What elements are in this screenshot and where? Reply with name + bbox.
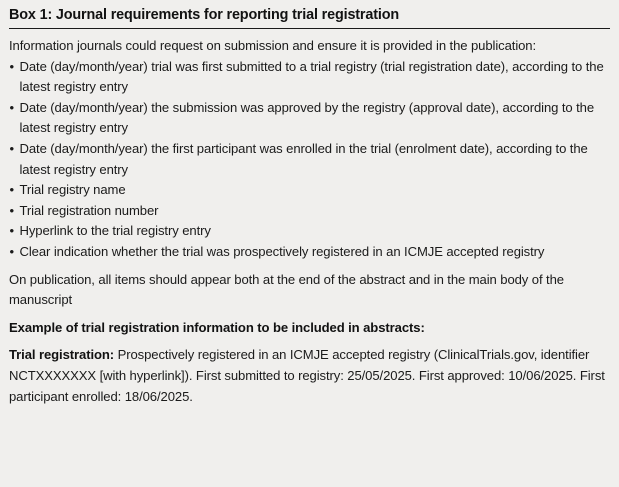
- bullet-icon: •: [9, 140, 15, 156]
- list-item-label: Clear indication whether the trial was p…: [19, 243, 545, 259]
- list-item: • Date (day/month/year) the submission w…: [9, 98, 610, 139]
- intro-paragraph: Information journals could request on su…: [9, 38, 537, 53]
- list-item: • Date (day/month/year) the first partic…: [9, 139, 610, 180]
- bullet-icon: •: [9, 243, 15, 259]
- list-item: • Clear indication whether the trial was…: [9, 242, 610, 263]
- list-item-label: Hyperlink to the trial registry entry: [19, 223, 211, 239]
- bullet-icon: •: [9, 223, 15, 239]
- list-item: • Trial registration number: [9, 201, 610, 222]
- list-item-label: Trial registry name: [19, 182, 126, 198]
- list-item: • Hyperlink to the trial registry entry: [9, 221, 610, 242]
- box-body: Information journals could request on su…: [0, 29, 619, 407]
- list-item-label: Date (day/month/year) the first particip…: [19, 140, 588, 177]
- list-item-label: Trial registration number: [19, 202, 159, 218]
- example-label: Trial registration:: [9, 347, 115, 363]
- list-item: • Date (day/month/year) trial was first …: [9, 57, 610, 98]
- bullet-icon: •: [9, 182, 15, 198]
- bullet-icon: •: [9, 58, 15, 74]
- publication-note: On publication, all items should appear …: [9, 271, 564, 308]
- list-item: • Trial registry name: [9, 180, 610, 201]
- example-paragraph: Trial registration: Prospectively regist…: [9, 345, 610, 407]
- list-item-label: Date (day/month/year) the submission was…: [19, 99, 595, 136]
- title-divider: [9, 28, 610, 29]
- bullet-icon: •: [9, 202, 15, 218]
- box-header: Box 1: Journal requirements for reportin…: [0, 0, 619, 28]
- list-item-label: Date (day/month/year) trial was first su…: [19, 58, 604, 95]
- example-body-text: Prospectively registered in an ICMJE acc…: [9, 347, 605, 404]
- requirements-list: • Date (day/month/year) trial was first …: [9, 57, 610, 263]
- example-heading: Example of trial registration informatio…: [9, 319, 425, 335]
- bullet-icon: •: [9, 99, 15, 115]
- box-title: Box 1: Journal requirements for reportin…: [9, 7, 400, 23]
